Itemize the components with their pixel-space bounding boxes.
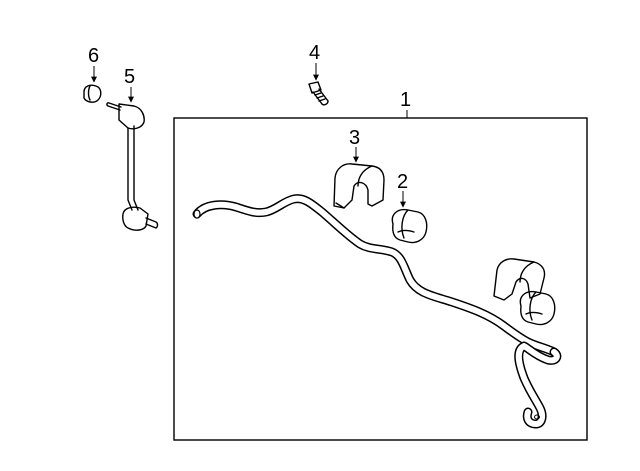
callout-3[interactable]: 3 — [349, 127, 360, 149]
bushing-bracket[interactable] — [333, 163, 385, 209]
stabilizer-bushing[interactable] — [391, 208, 428, 244]
bolt[interactable] — [308, 81, 329, 106]
callout-6[interactable]: 6 — [88, 45, 99, 67]
callout-2[interactable]: 2 — [397, 171, 408, 193]
stabilizer-bushing-right[interactable] — [519, 290, 556, 326]
callout-4[interactable]: 4 — [309, 42, 320, 64]
link-cap[interactable] — [83, 84, 102, 103]
assembly-box — [173, 117, 588, 441]
stabilizer-link[interactable] — [106, 102, 159, 231]
stabilizer-bar[interactable] — [192, 194, 562, 429]
callout-1[interactable]: 1 — [400, 89, 411, 111]
callout-5[interactable]: 5 — [124, 66, 135, 88]
bushing-bracket-right[interactable] — [493, 258, 546, 301]
